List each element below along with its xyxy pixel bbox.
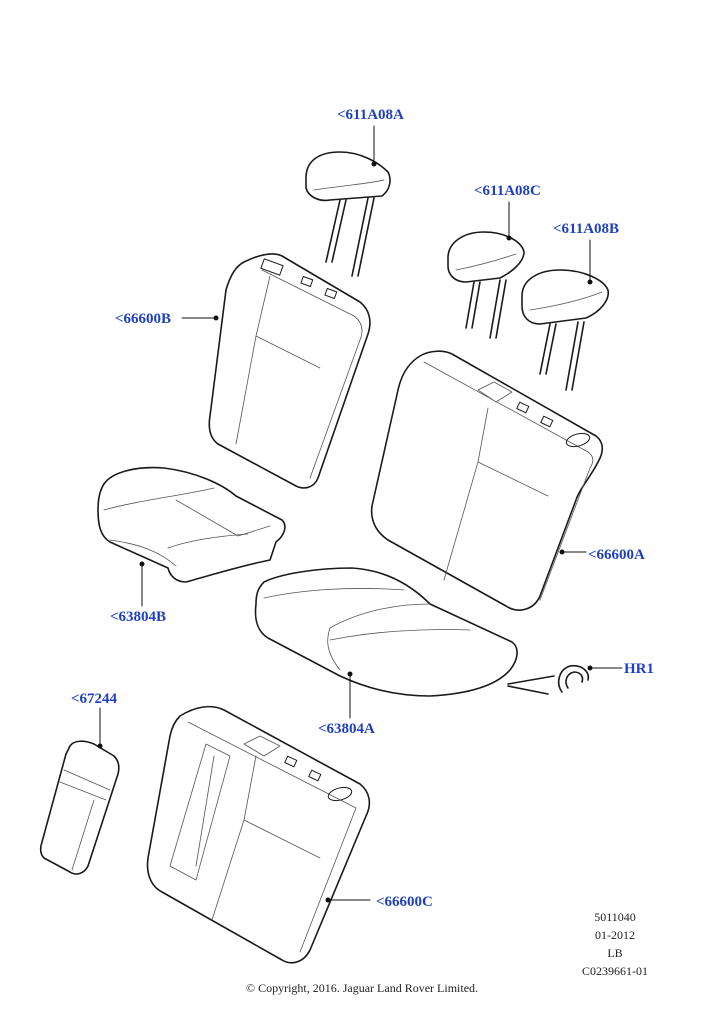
leader-lines bbox=[97, 125, 623, 903]
reference-date: 01-2012 bbox=[595, 928, 635, 942]
cushion-63804a-part[interactable] bbox=[254, 567, 518, 697]
diagram-reference-block: 5011040 01-2012 LB C0239661-01 bbox=[565, 908, 665, 980]
callout-hr1[interactable]: HR1 bbox=[624, 661, 654, 677]
backrest-66600a-part[interactable] bbox=[370, 350, 604, 611]
callout-611a08a[interactable]: <611A08A bbox=[337, 107, 404, 123]
callout-66600a[interactable]: <66600A bbox=[588, 547, 645, 563]
callout-67244[interactable]: <67244 bbox=[71, 691, 118, 707]
callout-66600b[interactable]: <66600B bbox=[115, 311, 172, 327]
callout-63804b[interactable]: <63804B bbox=[110, 609, 167, 625]
reference-id: C0239661-01 bbox=[582, 964, 648, 978]
hook-hr1-part[interactable] bbox=[507, 664, 590, 695]
backrest-66600c-part[interactable] bbox=[146, 705, 371, 964]
callout-611a08b[interactable]: <611A08B bbox=[553, 221, 620, 237]
headrest-611a08c-part[interactable] bbox=[447, 231, 525, 339]
copyright-notice: © Copyright, 2016. Jaguar Land Rover Lim… bbox=[245, 981, 479, 995]
cushion-63804b-part[interactable] bbox=[97, 466, 286, 583]
callout-66600c[interactable]: <66600C bbox=[376, 894, 433, 910]
armrest-67244-part[interactable] bbox=[39, 740, 120, 875]
headrest-611a08a-part[interactable] bbox=[305, 151, 391, 277]
headrest-611a08b-part[interactable] bbox=[521, 269, 610, 391]
backrest-66600b-part[interactable] bbox=[208, 253, 371, 489]
reference-number: 5011040 bbox=[594, 910, 636, 924]
reference-code: LB bbox=[607, 946, 623, 960]
callout-63804a[interactable]: <63804A bbox=[318, 721, 375, 737]
callout-611a08c[interactable]: <611A08C bbox=[474, 183, 541, 199]
